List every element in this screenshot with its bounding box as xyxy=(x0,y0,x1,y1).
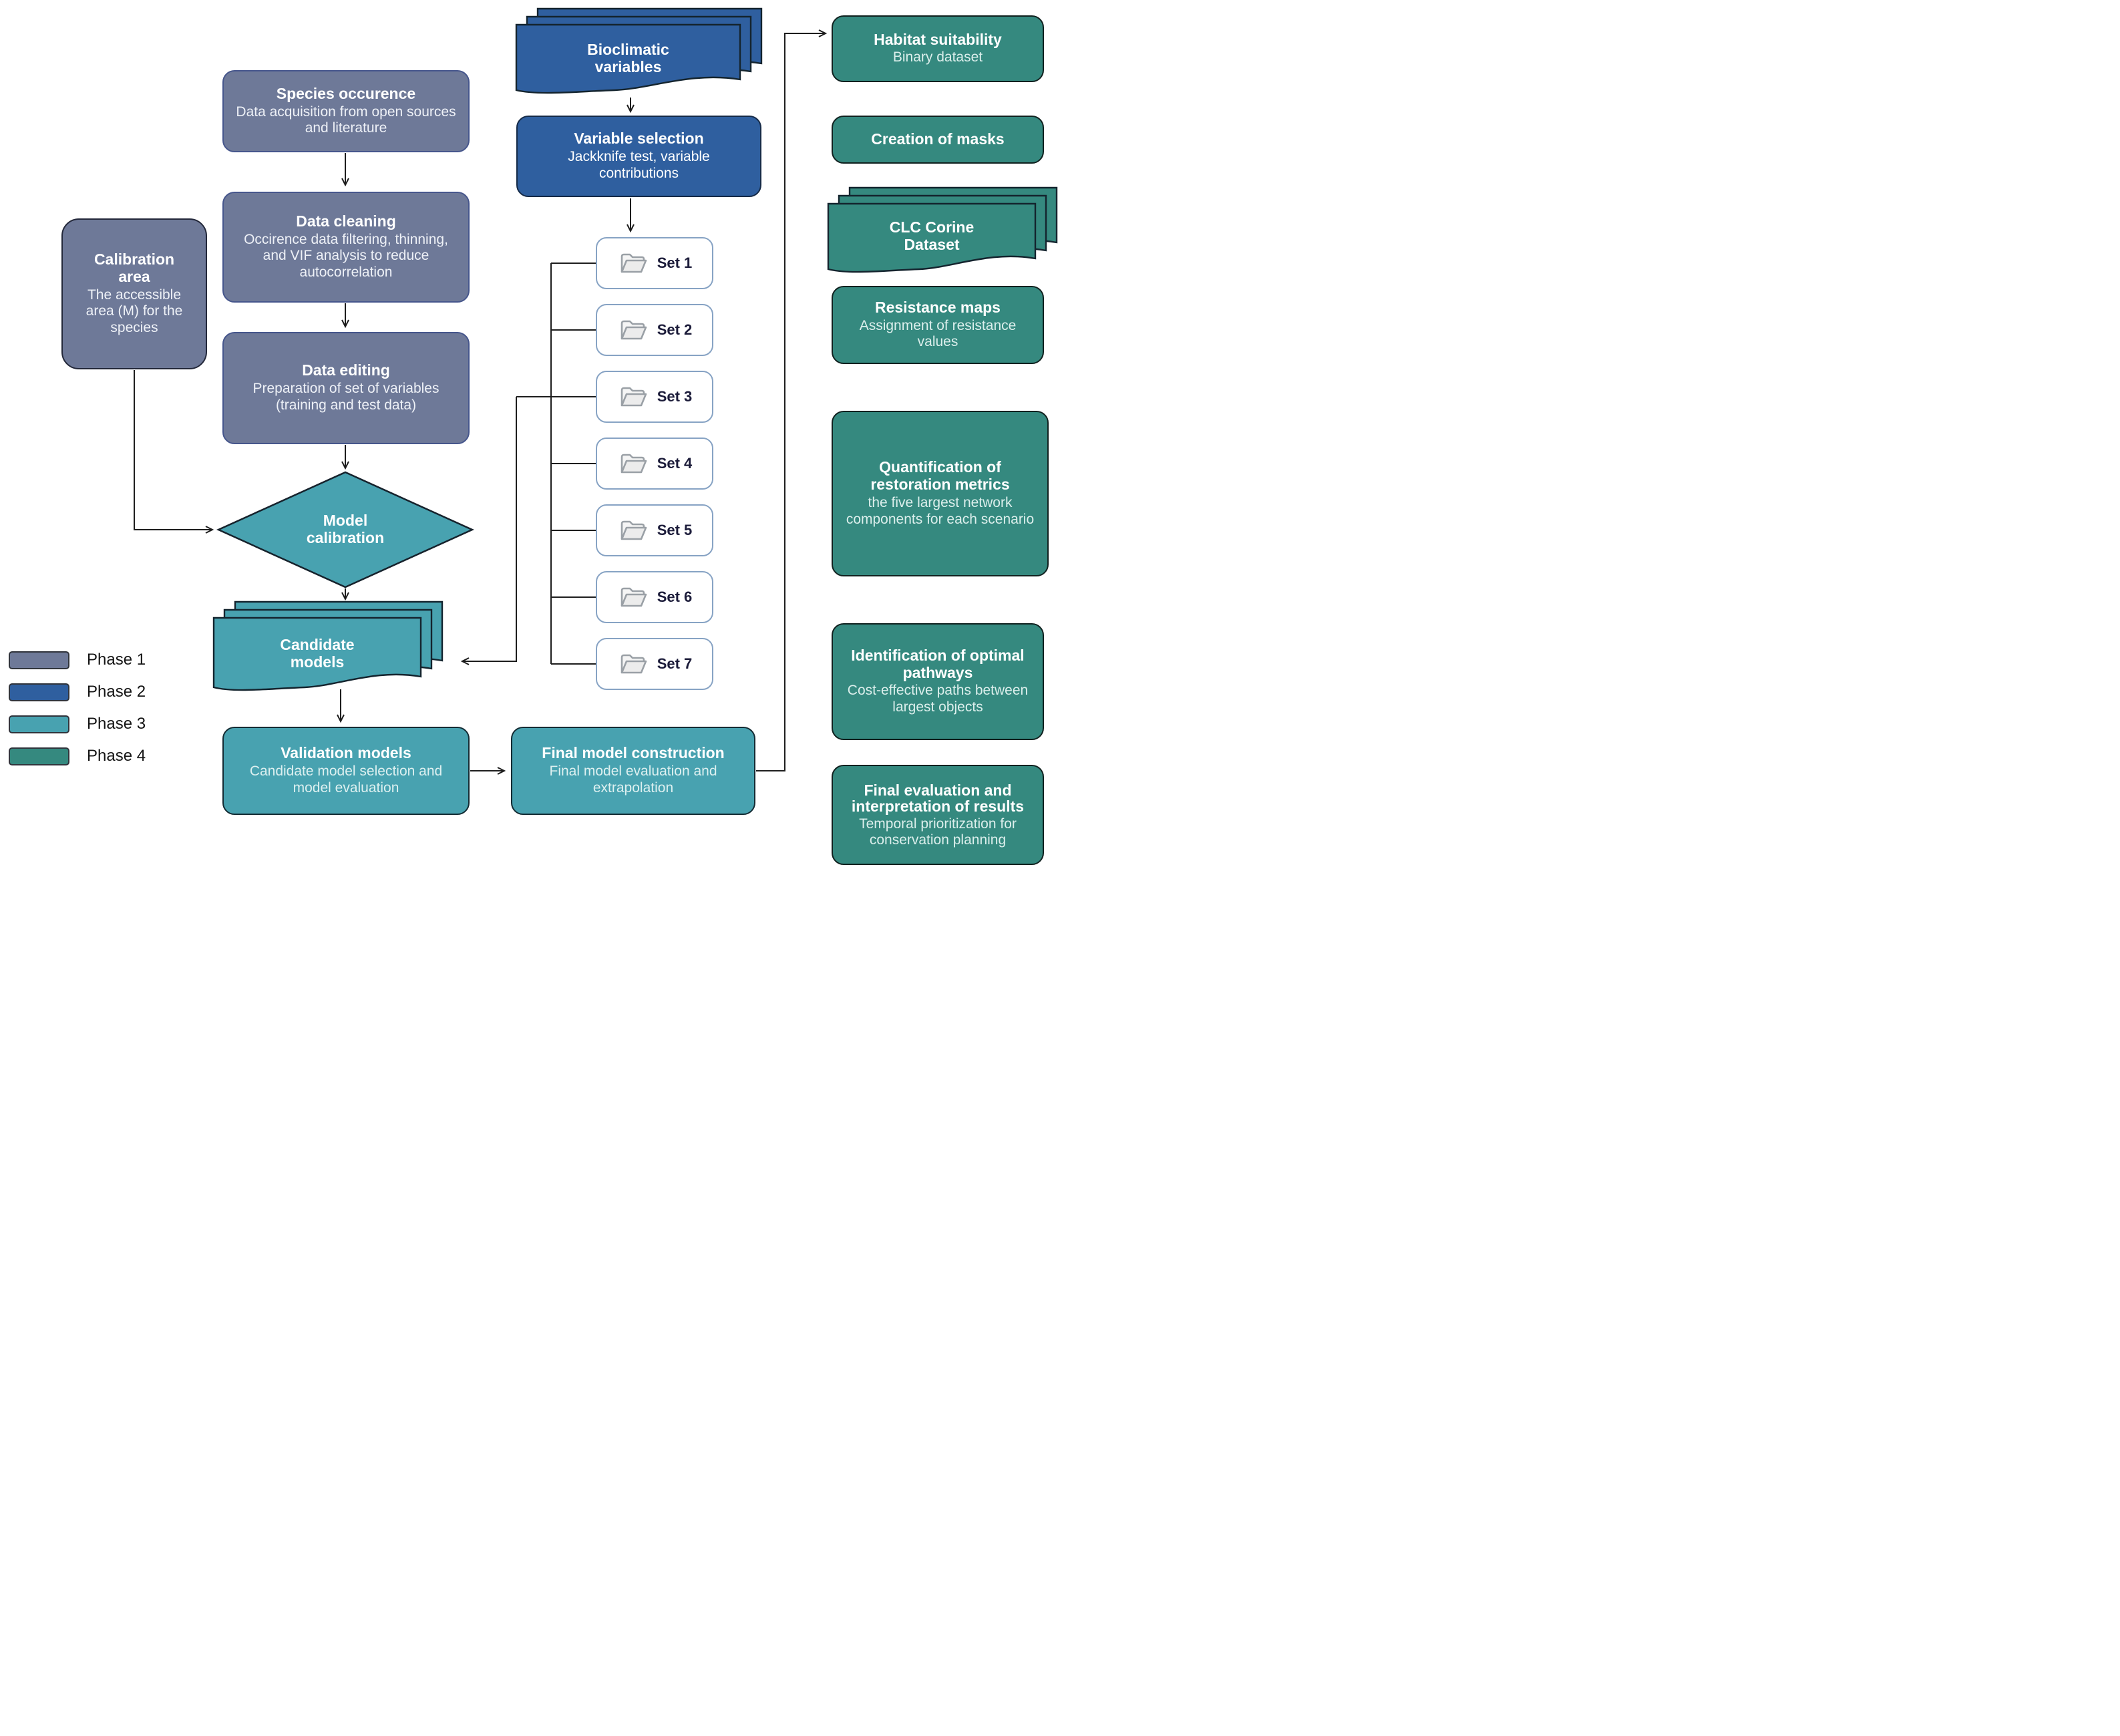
folder-icon xyxy=(621,454,647,474)
node-title: Quantification of restoration metrics xyxy=(870,458,1010,494)
set-card: Set 3 xyxy=(596,371,713,423)
legend-row-phase3: Phase 3 xyxy=(9,715,146,733)
folder-icon xyxy=(621,253,647,273)
node-validation-models: Validation models Candidate model select… xyxy=(222,727,470,815)
node-title: Habitat suitability xyxy=(874,30,1002,48)
document-stack-icon xyxy=(212,600,444,691)
legend-label: Phase 4 xyxy=(87,747,146,765)
legend-row-phase4: Phase 4 xyxy=(9,747,146,765)
node-subtitle: Final model evaluation and extrapolation xyxy=(549,763,717,796)
node-subtitle: Occirence data filtering, thinning, and … xyxy=(244,231,448,281)
legend-label: Phase 2 xyxy=(87,683,146,701)
legend-label: Phase 1 xyxy=(87,651,146,669)
folder-icon xyxy=(621,654,647,674)
model-calibration-diamond xyxy=(216,471,475,588)
set-card: Set 5 xyxy=(596,504,713,556)
node-subtitle: Data acquisition from open sources and l… xyxy=(236,104,456,136)
node-calibration-area: Calibration area The accessible area (M)… xyxy=(61,218,207,369)
node-subtitle: Jackknife test, variable contributions xyxy=(568,149,710,181)
legend-row-phase1: Phase 1 xyxy=(9,651,146,669)
set-label: Set 2 xyxy=(657,321,693,338)
node-title: Final evaluation and interpretation of r… xyxy=(851,781,1025,816)
set-card: Set 2 xyxy=(596,304,713,356)
set-label: Set 6 xyxy=(657,588,693,605)
folder-icon xyxy=(621,520,647,540)
node-subtitle: Binary dataset xyxy=(892,49,983,65)
node-final-model-construction: Final model construction Final model eva… xyxy=(511,727,755,815)
legend-swatch-phase1 xyxy=(9,651,69,669)
connector-layer xyxy=(134,0,1060,868)
document-stack-icon xyxy=(515,7,763,94)
node-species-occurrence: Species occurence Data acquisition from … xyxy=(222,70,470,152)
node-title: Identification of optimal pathways xyxy=(851,646,1025,681)
flowchart-canvas: Species occurence Data acquisition from … xyxy=(0,0,1060,868)
node-clc-corine-dataset xyxy=(827,186,1058,277)
node-final-evaluation: Final evaluation and interpretation of r… xyxy=(832,765,1044,865)
set-label: Set 3 xyxy=(657,388,693,405)
node-title: Species occurence xyxy=(276,84,416,102)
folder-icon xyxy=(621,587,647,607)
node-candidate-models xyxy=(212,600,444,697)
node-identification-optimal-pathways: Identification of optimal pathways Cost-… xyxy=(832,623,1044,740)
node-quantification-restoration-metrics: Quantification of restoration metrics th… xyxy=(832,411,1049,576)
node-candidate-models-label: Candidate models xyxy=(214,618,421,689)
node-title: Creation of masks xyxy=(871,130,1005,148)
set-label: Set 1 xyxy=(657,254,693,271)
set-card: Set 4 xyxy=(596,438,713,490)
node-title: Final model construction xyxy=(542,744,725,762)
node-subtitle: The accessible area (M) for the species xyxy=(85,287,183,336)
document-stack-icon xyxy=(827,186,1058,273)
node-title: Calibration area xyxy=(94,250,175,285)
node-title: Data editing xyxy=(302,361,390,379)
set-label: Set 4 xyxy=(657,455,693,472)
set-label: Set 7 xyxy=(657,655,693,672)
node-title: Model calibration xyxy=(306,512,385,546)
node-subtitle: the five largest network components for … xyxy=(846,494,1035,527)
node-resistance-maps: Resistance maps Assignment of resistance… xyxy=(832,286,1044,364)
node-bioclimatic-variables-label: Bioclimatic variables xyxy=(516,25,740,92)
set-card: Set 6 xyxy=(596,571,713,623)
node-variable-selection: Variable selection Jackknife test, varia… xyxy=(516,116,761,197)
node-subtitle: Assignment of resistance values xyxy=(859,317,1017,350)
node-creation-of-masks: Creation of masks xyxy=(832,116,1044,164)
node-data-editing: Data editing Preparation of set of varia… xyxy=(222,332,470,444)
node-subtitle: Temporal prioritization for conservation… xyxy=(859,816,1017,848)
arrow-finalmodel-to-habitat xyxy=(756,33,826,771)
node-subtitle: Cost-effective paths between largest obj… xyxy=(847,683,1029,715)
legend-row-phase2: Phase 2 xyxy=(9,683,146,701)
legend-label: Phase 3 xyxy=(87,715,146,733)
node-title: Bioclimatic variables xyxy=(587,40,669,75)
phase-legend: Phase 1 Phase 2 Phase 3 Phase 4 xyxy=(9,651,146,779)
arrow-calibarea-to-diamond xyxy=(134,370,212,530)
legend-swatch-phase3 xyxy=(9,715,69,733)
node-title: Data cleaning xyxy=(296,212,396,230)
legend-swatch-phase2 xyxy=(9,683,69,701)
node-title: Variable selection xyxy=(574,130,704,148)
set-card: Set 1 xyxy=(596,237,713,289)
legend-swatch-phase4 xyxy=(9,747,69,765)
node-title: CLC Corine Dataset xyxy=(889,218,975,253)
node-habitat-suitability: Habitat suitability Binary dataset xyxy=(832,15,1044,82)
node-title: Resistance maps xyxy=(875,298,1001,316)
node-clc-corine-label: CLC Corine Dataset xyxy=(828,202,1035,269)
node-bioclimatic-variables xyxy=(515,7,763,100)
node-title: Validation models xyxy=(281,744,411,762)
node-model-calibration-label: Model calibration xyxy=(295,502,395,558)
node-subtitle: Candidate model selection and model eval… xyxy=(249,763,443,796)
node-subtitle: Preparation of set of variables (trainin… xyxy=(252,381,439,413)
node-data-cleaning: Data cleaning Occirence data filtering, … xyxy=(222,192,470,303)
folder-icon xyxy=(621,320,647,340)
folder-icon xyxy=(621,387,647,407)
arrow-sets-to-candidates xyxy=(462,397,517,661)
node-title: Candidate models xyxy=(280,635,355,671)
set-label: Set 5 xyxy=(657,522,693,538)
set-card: Set 7 xyxy=(596,638,713,690)
